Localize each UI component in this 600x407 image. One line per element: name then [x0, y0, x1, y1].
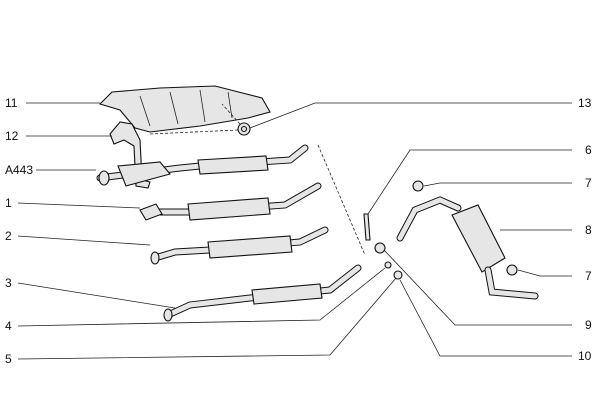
nut-part	[237, 122, 251, 136]
label-13: 13	[578, 96, 592, 110]
label-a443: A443	[5, 163, 33, 177]
label-11: 11	[5, 96, 18, 110]
label-9: 9	[585, 318, 592, 332]
bolt-part	[363, 213, 403, 280]
label-8: 8	[585, 223, 592, 237]
front-pipe-part-3	[163, 264, 362, 322]
label-7-bottom: 7	[585, 269, 592, 283]
label-5: 5	[5, 352, 12, 366]
label-2: 2	[5, 229, 12, 243]
label-4: 4	[5, 319, 12, 333]
label-3: 3	[5, 276, 12, 290]
catalytic-converter-part	[96, 144, 309, 187]
label-1: 1	[5, 196, 12, 210]
label-6: 6	[585, 143, 592, 157]
leader-lines	[17, 102, 572, 360]
label-10: 10	[578, 349, 592, 363]
label-12: 12	[5, 129, 19, 143]
rear-muffler-part	[396, 180, 539, 300]
front-pipe-part-1	[139, 182, 322, 221]
front-pipe-part-2	[150, 226, 329, 265]
label-7-top: 7	[585, 176, 592, 190]
